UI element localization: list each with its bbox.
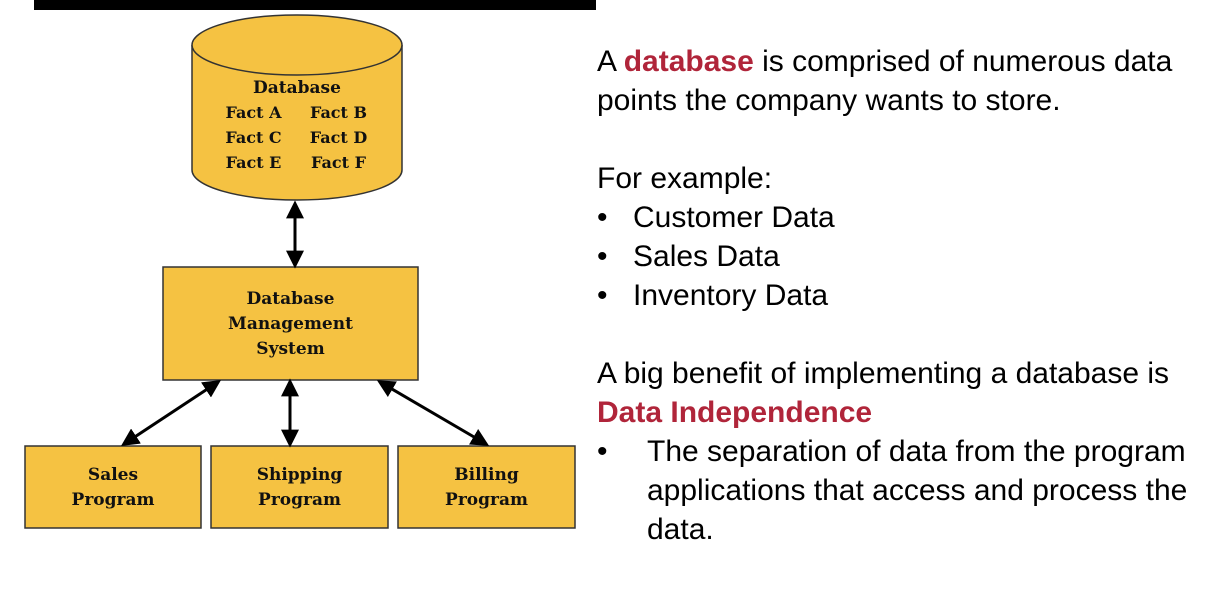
benefit-prefix: A big benefit of implementing a database… bbox=[597, 357, 1170, 390]
list-item: Customer Data bbox=[597, 198, 1207, 237]
spacer bbox=[597, 120, 1207, 159]
benefit-paragraph: A big benefit of implementing a database… bbox=[597, 354, 1207, 432]
title-underline bbox=[34, 0, 596, 10]
example-list: Customer Data Sales Data Inventory Data bbox=[597, 198, 1207, 315]
billing-program-box bbox=[397, 445, 576, 529]
program-label-line: Program bbox=[445, 490, 528, 510]
billing-program-label: Billing Program bbox=[398, 463, 575, 513]
list-item: The separation of data from the program … bbox=[597, 432, 1207, 549]
explanation-panel: A database is comprised of numerous data… bbox=[597, 42, 1207, 549]
database-cylinder bbox=[191, 14, 403, 201]
database-title: Database bbox=[253, 78, 341, 98]
database-term: database bbox=[623, 45, 754, 78]
intro-rest: is comprised of numerous data points the… bbox=[597, 45, 1173, 117]
database-diagram bbox=[24, 14, 576, 529]
spacer bbox=[597, 315, 1207, 354]
list-item: Sales Data bbox=[597, 237, 1207, 276]
fact-label: Fact C bbox=[225, 128, 282, 147]
database-facts: Fact A Fact B Fact C Fact D Fact E Fact … bbox=[214, 100, 378, 175]
list-item: Inventory Data bbox=[597, 276, 1207, 315]
fact-label: Fact F bbox=[311, 153, 366, 172]
fact-label: Fact B bbox=[309, 103, 368, 122]
data-independence-term: Data Independence bbox=[597, 396, 873, 429]
shipping-program-box bbox=[210, 445, 389, 529]
dbms-label-line: Management bbox=[228, 314, 353, 334]
fact-label: Fact D bbox=[309, 128, 368, 147]
example-heading: For example: bbox=[597, 162, 773, 195]
dbms-label-line: System bbox=[256, 339, 325, 359]
dbms-label: Database Management System bbox=[163, 287, 418, 362]
shipping-program-label: Shipping Program bbox=[211, 463, 388, 513]
definition-list: The separation of data from the program … bbox=[597, 432, 1207, 549]
arrow-dbms-billing bbox=[376, 380, 490, 446]
dbms-label-line: Database bbox=[246, 289, 335, 309]
program-label-line: Sales bbox=[87, 465, 139, 485]
intro-paragraph: A database is comprised of numerous data… bbox=[597, 42, 1207, 120]
program-label-line: Program bbox=[258, 490, 341, 510]
fact-label: Fact A bbox=[225, 103, 282, 122]
program-label-line: Billing bbox=[454, 465, 519, 485]
sales-program-label: Sales Program bbox=[25, 463, 201, 513]
fact-label: Fact E bbox=[225, 153, 282, 172]
arrow-dbms-sales bbox=[120, 380, 222, 446]
intro-prefix: A bbox=[597, 45, 624, 78]
program-label-line: Program bbox=[71, 490, 155, 510]
sales-program-box bbox=[24, 445, 202, 529]
program-label-line: Shipping bbox=[256, 465, 343, 485]
